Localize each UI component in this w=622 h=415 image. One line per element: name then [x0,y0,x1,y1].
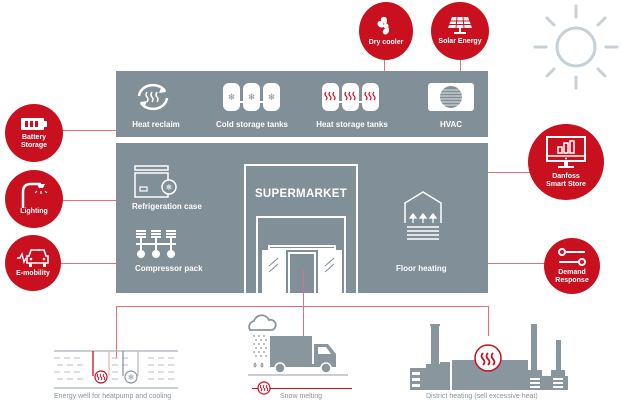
snow-truck-icon [246,310,356,382]
supermarket-entrance [256,216,346,293]
connector-battery [60,130,116,131]
connector-bottom-horizontal [116,306,488,307]
snow-melt-heating-line [252,388,352,389]
entrance-door-right[interactable] [318,250,342,293]
svg-text:❄: ❄ [268,92,276,102]
danfoss-smart-store-label: Danfoss Smart Store [546,172,586,188]
glass-reflection-left [266,256,282,276]
battery-icon [20,117,48,131]
dry-cooler-circle[interactable]: Dry cooler [359,2,413,60]
cold-storage-tanks-label: Cold storage tanks [215,120,288,129]
solar-energy-label: Solar Energy [438,38,482,45]
district-heating-label: District heating (sell excessive heat) [426,393,538,400]
energy-well-icon: ❄ [52,350,180,390]
hvac-icon [428,83,474,111]
building-top-band [116,71,488,137]
entrance-door-center[interactable] [288,252,316,293]
entrance-door-left[interactable] [262,250,286,293]
solar-energy-circle[interactable]: Solar Energy [431,2,489,60]
fan-icon [375,15,397,37]
heat-reclaim-icon [131,82,175,112]
entrance-canopy [268,245,336,250]
e-mobility-label: E-mobility [16,270,50,277]
svg-text:❄: ❄ [166,183,173,192]
energy-well-label: Energy well for heatpump and cooling [54,393,172,400]
connector-solar [460,60,461,72]
supermarket-facade [244,164,358,293]
slider-toggle-icon [557,247,587,267]
connector-smart-store [488,172,532,173]
factory-icon [408,312,568,390]
connector-emobility [60,263,116,264]
svg-text:❄: ❄ [228,92,236,102]
snow-melting-label: Snow melting [280,393,323,400]
connector-energy-well [116,306,117,358]
demand-response-label: Demand Response [555,269,589,284]
demand-response-circle[interactable]: Demand Response [544,238,600,294]
floor-heating-icon [403,191,443,243]
battery-storage-label: Battery Storage [20,133,48,149]
supermarket-title: SUPERMARKET [254,188,348,200]
heat-storage-tanks-label: Heat storage tanks [316,120,388,129]
dry-cooler-label: Dry cooler [368,39,404,46]
connector-dry-cooler [384,60,385,72]
connector-lighting [60,200,116,201]
e-mobility-circle[interactable]: E-mobility [5,235,61,291]
electric-car-icon [16,248,50,268]
hvac-label: HVAC [439,120,463,129]
refrigeration-case-label: Refrigeration case [132,202,202,211]
door-connector [303,270,304,306]
snow-melt-heat-icon [257,381,271,395]
connector-district-heating [488,306,489,336]
heat-storage-tanks-icon [321,82,381,112]
refrigeration-case-icon: ❄ [134,165,178,199]
solar-panel-icon [447,16,473,36]
battery-storage-circle[interactable]: Battery Storage [5,104,63,162]
compressor-pack-label: Compressor pack [135,264,203,273]
floor-heating-label: Floor heating [396,264,447,273]
glass-reflection-right [322,256,338,276]
cold-storage-tanks-icon: ❄ ❄ ❄ [222,82,282,112]
lighting-circle[interactable]: Lighting [5,170,63,228]
connector-demand-response [488,263,548,264]
street-lamp-icon [19,182,49,208]
monitor-chart-icon [546,135,586,170]
danfoss-smart-store-circle[interactable]: Danfoss Smart Store [528,124,604,200]
heat-reclaim-label: Heat reclaim [132,120,180,129]
sun-icon [530,2,622,92]
lighting-label: Lighting [20,208,48,215]
compressor-pack-icon [135,230,179,260]
svg-text:❄: ❄ [128,373,135,382]
svg-text:❄: ❄ [248,92,256,102]
